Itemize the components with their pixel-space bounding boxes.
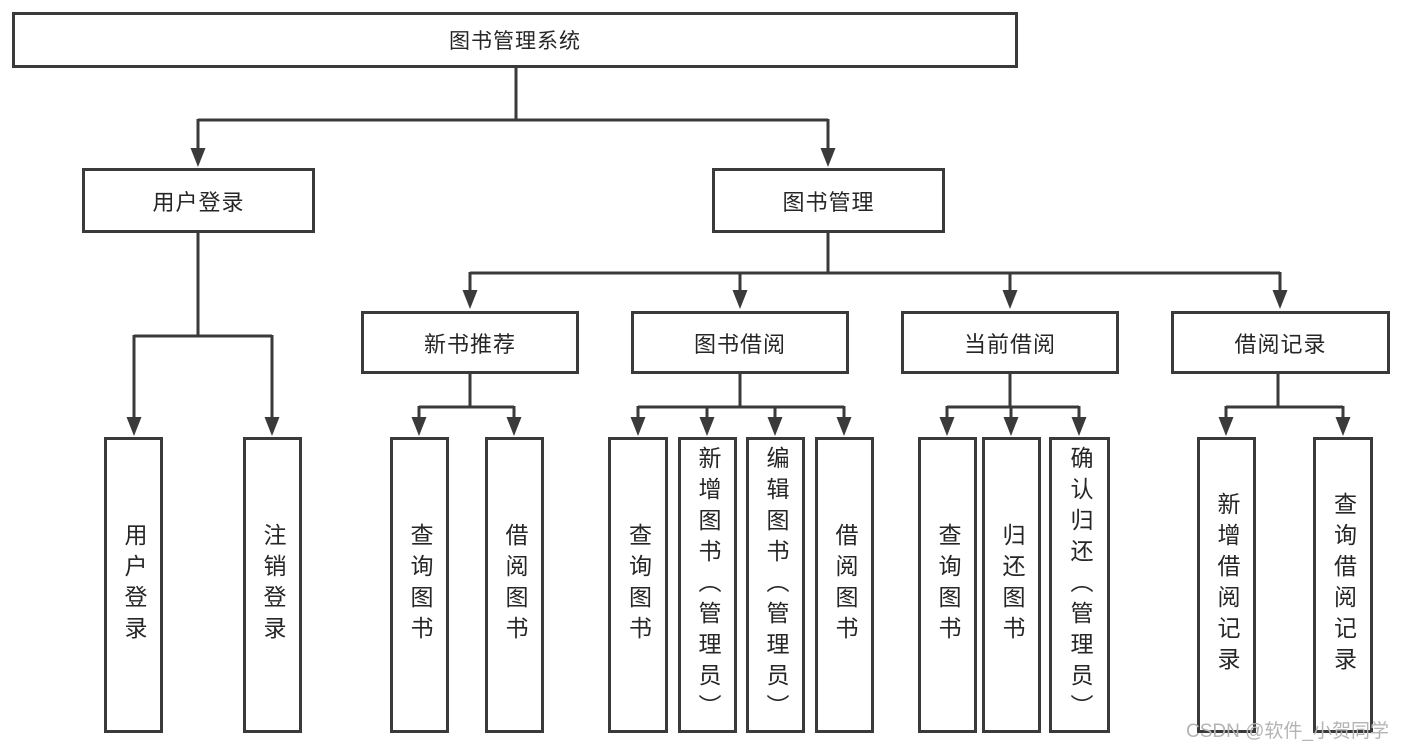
leaf-records-add-record: 新增借阅记录 bbox=[1197, 437, 1256, 733]
leaf-borrowing-edit-books-admin-label: 编辑图书（管理员） bbox=[763, 445, 789, 725]
node-book-borrowing-label: 图书借阅 bbox=[693, 331, 786, 357]
connector-newbookrec-to-leaves bbox=[417, 374, 516, 420]
leaf-recommend-query-books-label: 查询图书 bbox=[407, 523, 433, 647]
node-user-login: 用户登录 bbox=[82, 168, 315, 233]
leaf-current-confirm-return-admin-label: 确认归还（管理员） bbox=[1067, 445, 1093, 725]
node-user-login-label: 用户登录 bbox=[152, 189, 245, 215]
leaf-borrowing-add-books-admin-label: 新增图书（管理员） bbox=[695, 445, 721, 725]
leaf-current-confirm-return-admin: 确认归还（管理员） bbox=[1049, 437, 1110, 733]
node-book-management: 图书管理 bbox=[712, 168, 945, 233]
connector-userlogin-to-leaves bbox=[132, 233, 274, 420]
connector-bookborrow-to-leaves bbox=[636, 374, 846, 420]
leaf-borrowing-add-books-admin: 新增图书（管理员） bbox=[678, 437, 737, 733]
node-new-book-recommend-label: 新书推荐 bbox=[423, 331, 516, 357]
arrowhead-icons bbox=[126, 148, 1351, 436]
leaf-current-return-books: 归还图书 bbox=[982, 437, 1041, 733]
leaf-borrowing-edit-books-admin: 编辑图书（管理员） bbox=[746, 437, 805, 733]
leaf-current-query-books-label: 查询图书 bbox=[935, 523, 961, 647]
connector-currentborrow-to-leaves bbox=[945, 374, 1081, 420]
leaf-borrowing-borrow-books: 借阅图书 bbox=[815, 437, 874, 733]
leaf-recommend-borrow-books-label: 借阅图书 bbox=[502, 523, 528, 647]
connector-bookmgmt-to-level3 bbox=[468, 233, 1282, 293]
leaf-current-query-books: 查询图书 bbox=[918, 437, 977, 733]
leaf-recommend-query-books: 查询图书 bbox=[390, 437, 449, 733]
node-current-borrowing-label: 当前借阅 bbox=[963, 331, 1056, 357]
connector-borrowrecords-to-leaves bbox=[1224, 374, 1345, 420]
leaf-logout-login-label: 注销登录 bbox=[260, 523, 286, 647]
leaf-records-add-record-label: 新增借阅记录 bbox=[1214, 492, 1240, 678]
leaf-borrowing-borrow-books-label: 借阅图书 bbox=[832, 523, 858, 647]
leaf-records-query-record-label: 查询借阅记录 bbox=[1330, 492, 1357, 678]
node-book-borrowing: 图书借阅 bbox=[631, 311, 849, 374]
node-borrowing-records: 借阅记录 bbox=[1171, 311, 1390, 374]
node-borrowing-records-label: 借阅记录 bbox=[1234, 331, 1327, 357]
node-root-label: 图书管理系统 bbox=[449, 30, 581, 53]
leaf-logout-login: 注销登录 bbox=[243, 437, 302, 733]
leaf-borrowing-query-books: 查询图书 bbox=[608, 437, 668, 733]
leaf-borrowing-query-books-label: 查询图书 bbox=[625, 523, 652, 647]
node-current-borrowing: 当前借阅 bbox=[901, 311, 1119, 374]
leaf-recommend-borrow-books: 借阅图书 bbox=[485, 437, 544, 733]
connector-root-to-level2 bbox=[196, 68, 830, 151]
node-root: 图书管理系统 bbox=[12, 12, 1018, 68]
leaf-user-login-label: 用户登录 bbox=[121, 523, 147, 647]
leaf-records-query-record: 查询借阅记录 bbox=[1313, 437, 1373, 733]
node-new-book-recommend: 新书推荐 bbox=[361, 311, 579, 374]
csdn-watermark: CSDN @软件_小贺同学 bbox=[1186, 721, 1389, 742]
node-book-management-label: 图书管理 bbox=[782, 189, 875, 215]
leaf-current-return-books-label: 归还图书 bbox=[999, 523, 1025, 647]
leaf-user-login: 用户登录 bbox=[104, 437, 163, 733]
